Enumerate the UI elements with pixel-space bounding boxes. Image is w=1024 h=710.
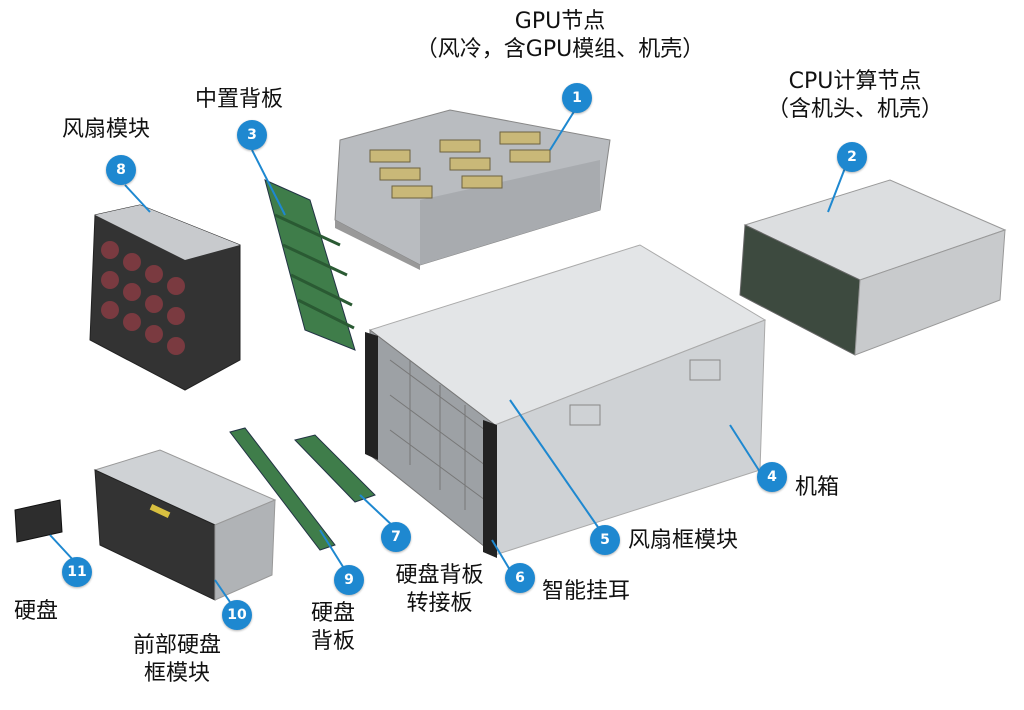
label-cpu-node: CPU计算节点 （含机头、机壳） — [750, 68, 960, 124]
label-fan-module: 风扇模块 — [62, 117, 151, 142]
label-gpu-node: GPU节点 （风冷，含GPU模组、机壳） — [370, 8, 750, 64]
label-midplane: 中置背板 — [195, 87, 284, 112]
chassis-image — [365, 244, 767, 558]
label-front-drive-cage-2: 框模块 — [143, 661, 210, 686]
label-gpu-node-sub: （风冷，含GPU模组、机壳） — [415, 37, 705, 62]
label-cpu-node-title: CPU计算节点 — [788, 69, 922, 94]
label-adapter-board-2: 转接板 — [406, 591, 473, 616]
label-drive-backplane-1: 硬盘 — [310, 601, 355, 626]
fan-modules-image — [89, 204, 241, 391]
label-fan-frame: 风扇框模块 — [628, 528, 739, 553]
label-disk: 硬盘 — [14, 599, 59, 624]
drive-backplane-image — [229, 427, 336, 551]
badge-11: 11 — [62, 557, 92, 587]
midplane-image — [264, 179, 356, 351]
label-adapter-board: 硬盘背板 转接板 — [382, 562, 497, 618]
label-adapter-board-1: 硬盘背板 — [395, 563, 484, 588]
label-drive-backplane-2: 背板 — [310, 629, 355, 654]
badge-5: 5 — [590, 525, 620, 555]
badge-4: 4 — [757, 462, 787, 492]
badge-1: 1 — [562, 83, 592, 113]
badge-9: 9 — [334, 565, 364, 595]
badge-10: 10 — [222, 600, 252, 630]
front-drive-cage-image — [93, 449, 277, 601]
badge-7: 7 — [381, 522, 411, 552]
label-drive-backplane: 硬盘 背板 — [298, 600, 368, 656]
label-smart-ear: 智能挂耳 — [542, 579, 631, 604]
adapter-board-image — [294, 434, 376, 503]
disk-image — [14, 499, 63, 543]
label-chassis: 机箱 — [795, 475, 840, 500]
label-front-drive-cage: 前部硬盘 框模块 — [122, 632, 232, 688]
label-cpu-node-sub: （含机头、机壳） — [766, 97, 943, 122]
gpu-node-image — [334, 109, 611, 270]
badge-6: 6 — [505, 563, 535, 593]
label-gpu-node-title: GPU节点 — [514, 9, 606, 34]
label-front-drive-cage-1: 前部硬盘 — [132, 633, 221, 658]
badge-2: 2 — [837, 142, 867, 172]
badge-3: 3 — [237, 120, 267, 150]
cpu-node-image — [739, 179, 1007, 356]
badge-8: 8 — [106, 155, 136, 185]
